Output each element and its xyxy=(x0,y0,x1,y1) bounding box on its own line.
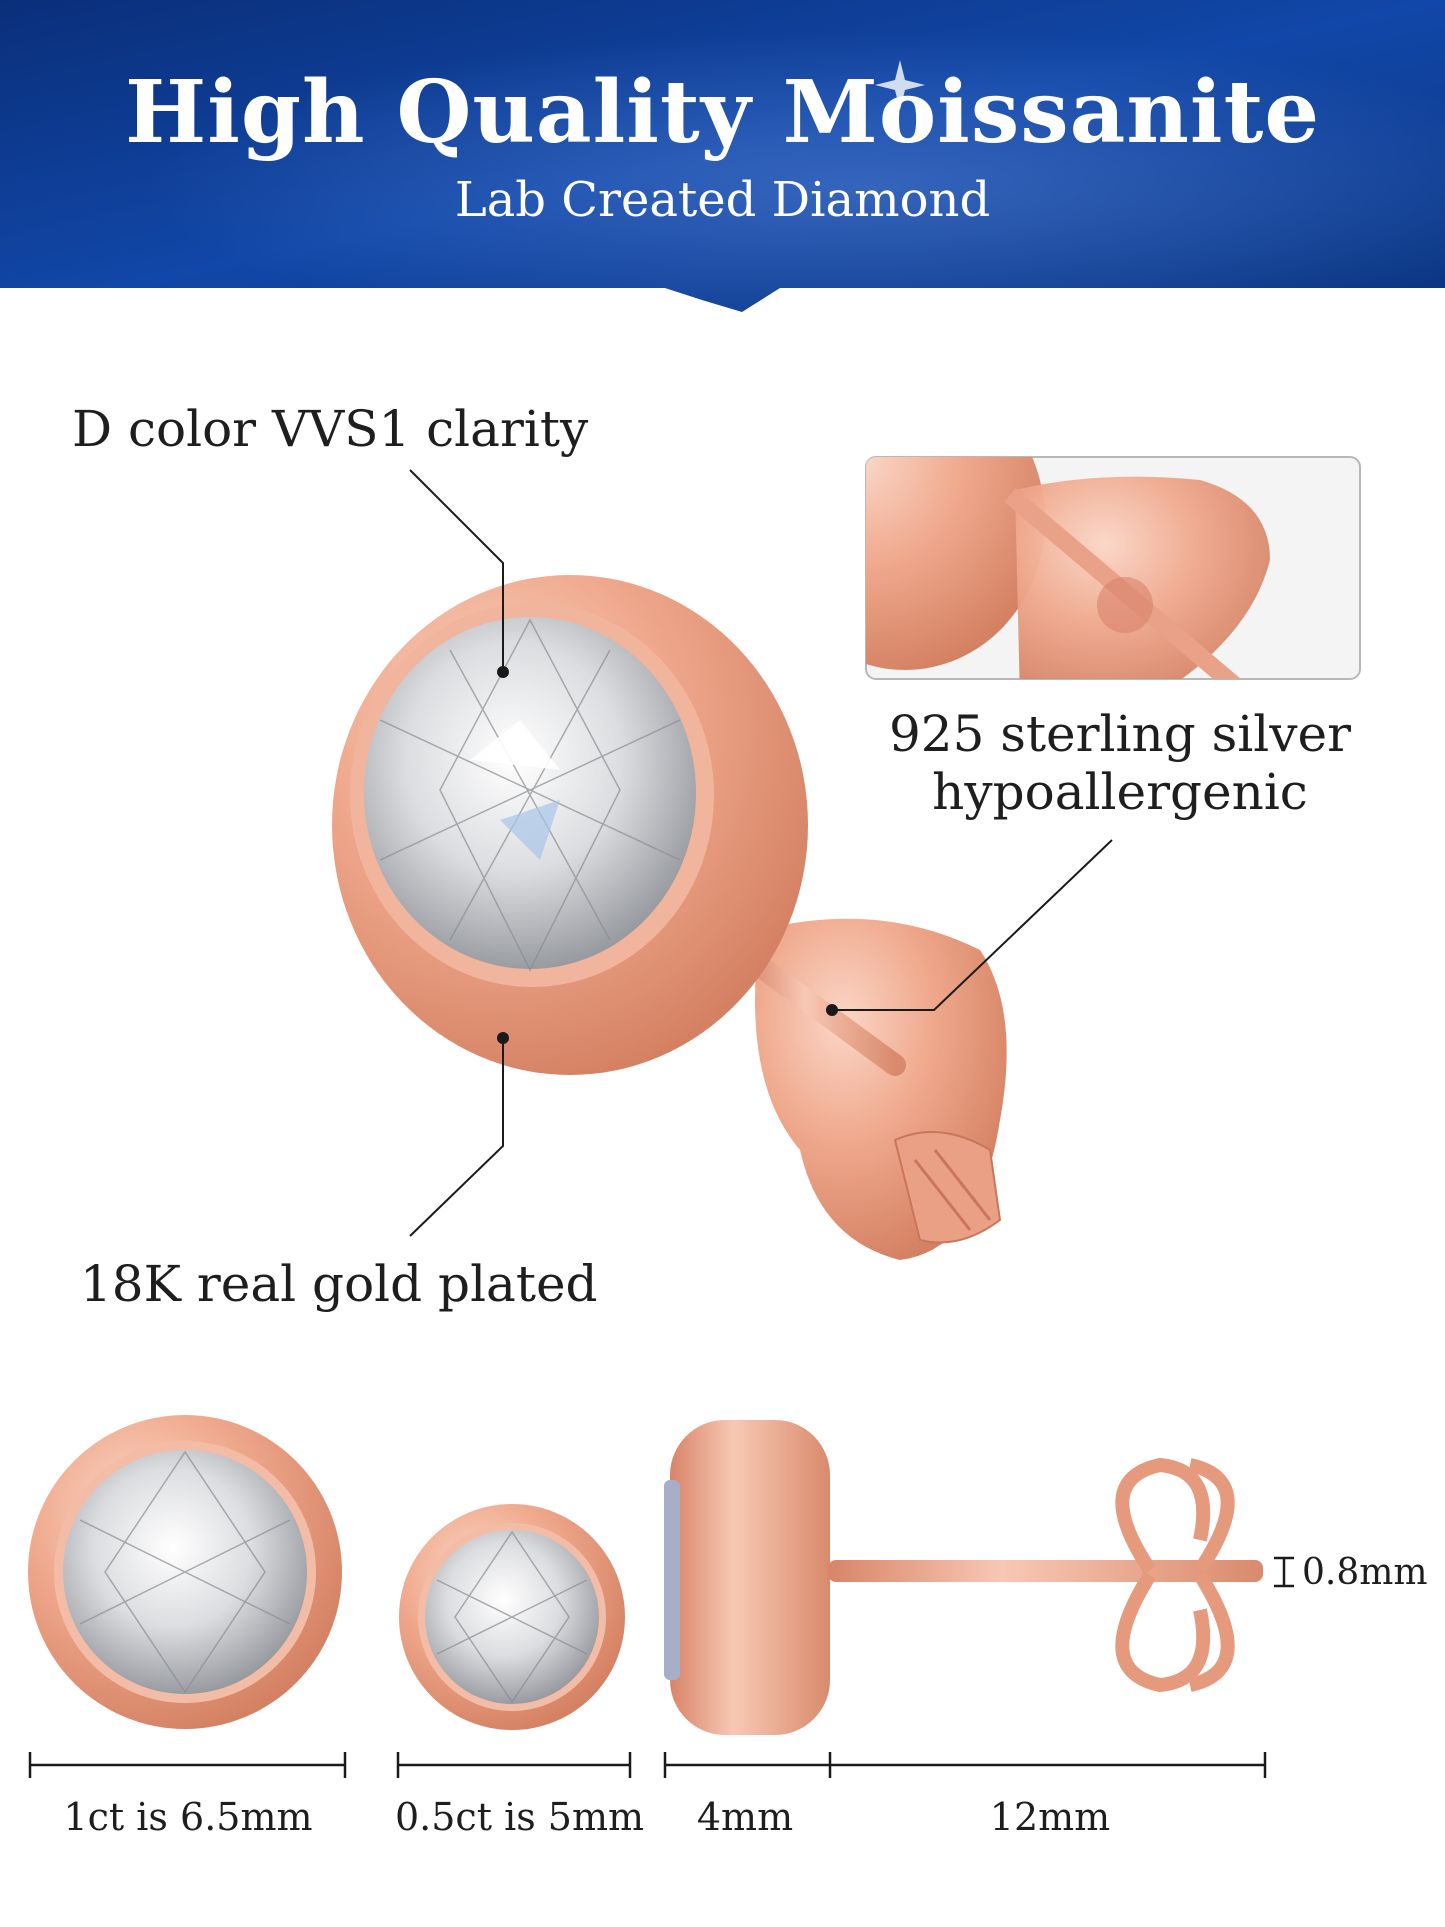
gold-callout: 18K real gold plated xyxy=(80,1255,598,1313)
silver-callout-line1: 925 sterling silver xyxy=(888,705,1352,763)
page-subtitle: Lab Created Diamond xyxy=(454,172,991,228)
main-earring xyxy=(332,575,1007,1260)
dim-post-length: 12mm xyxy=(989,1795,1111,1839)
dim-depth: 4mm xyxy=(696,1795,794,1839)
silver-callout-line2: hypoallergenic xyxy=(932,763,1308,821)
dimension-lines xyxy=(28,1556,1294,1778)
callout-lines xyxy=(409,469,1113,1237)
dim-post-diameter: 0.8mm xyxy=(1302,1552,1428,1593)
front-view-05ct xyxy=(399,1504,625,1730)
front-view-1ct xyxy=(28,1415,342,1729)
side-view xyxy=(664,1420,1263,1735)
dim-05ct: 0.5ct is 5mm xyxy=(395,1795,645,1839)
header-background xyxy=(0,0,1445,312)
dim-1ct: 1ct is 6.5mm xyxy=(63,1795,313,1839)
silver-callout: 925 sterling silver hypoallergenic xyxy=(860,705,1380,821)
page-title: High Quality Moissanite xyxy=(124,62,1321,163)
header-banner: High Quality Moissanite Lab Created Diam… xyxy=(0,0,1445,312)
inset-closeup xyxy=(865,456,1361,680)
clarity-callout: D color VVS1 clarity xyxy=(72,400,589,458)
sparkle-icon xyxy=(875,60,925,110)
